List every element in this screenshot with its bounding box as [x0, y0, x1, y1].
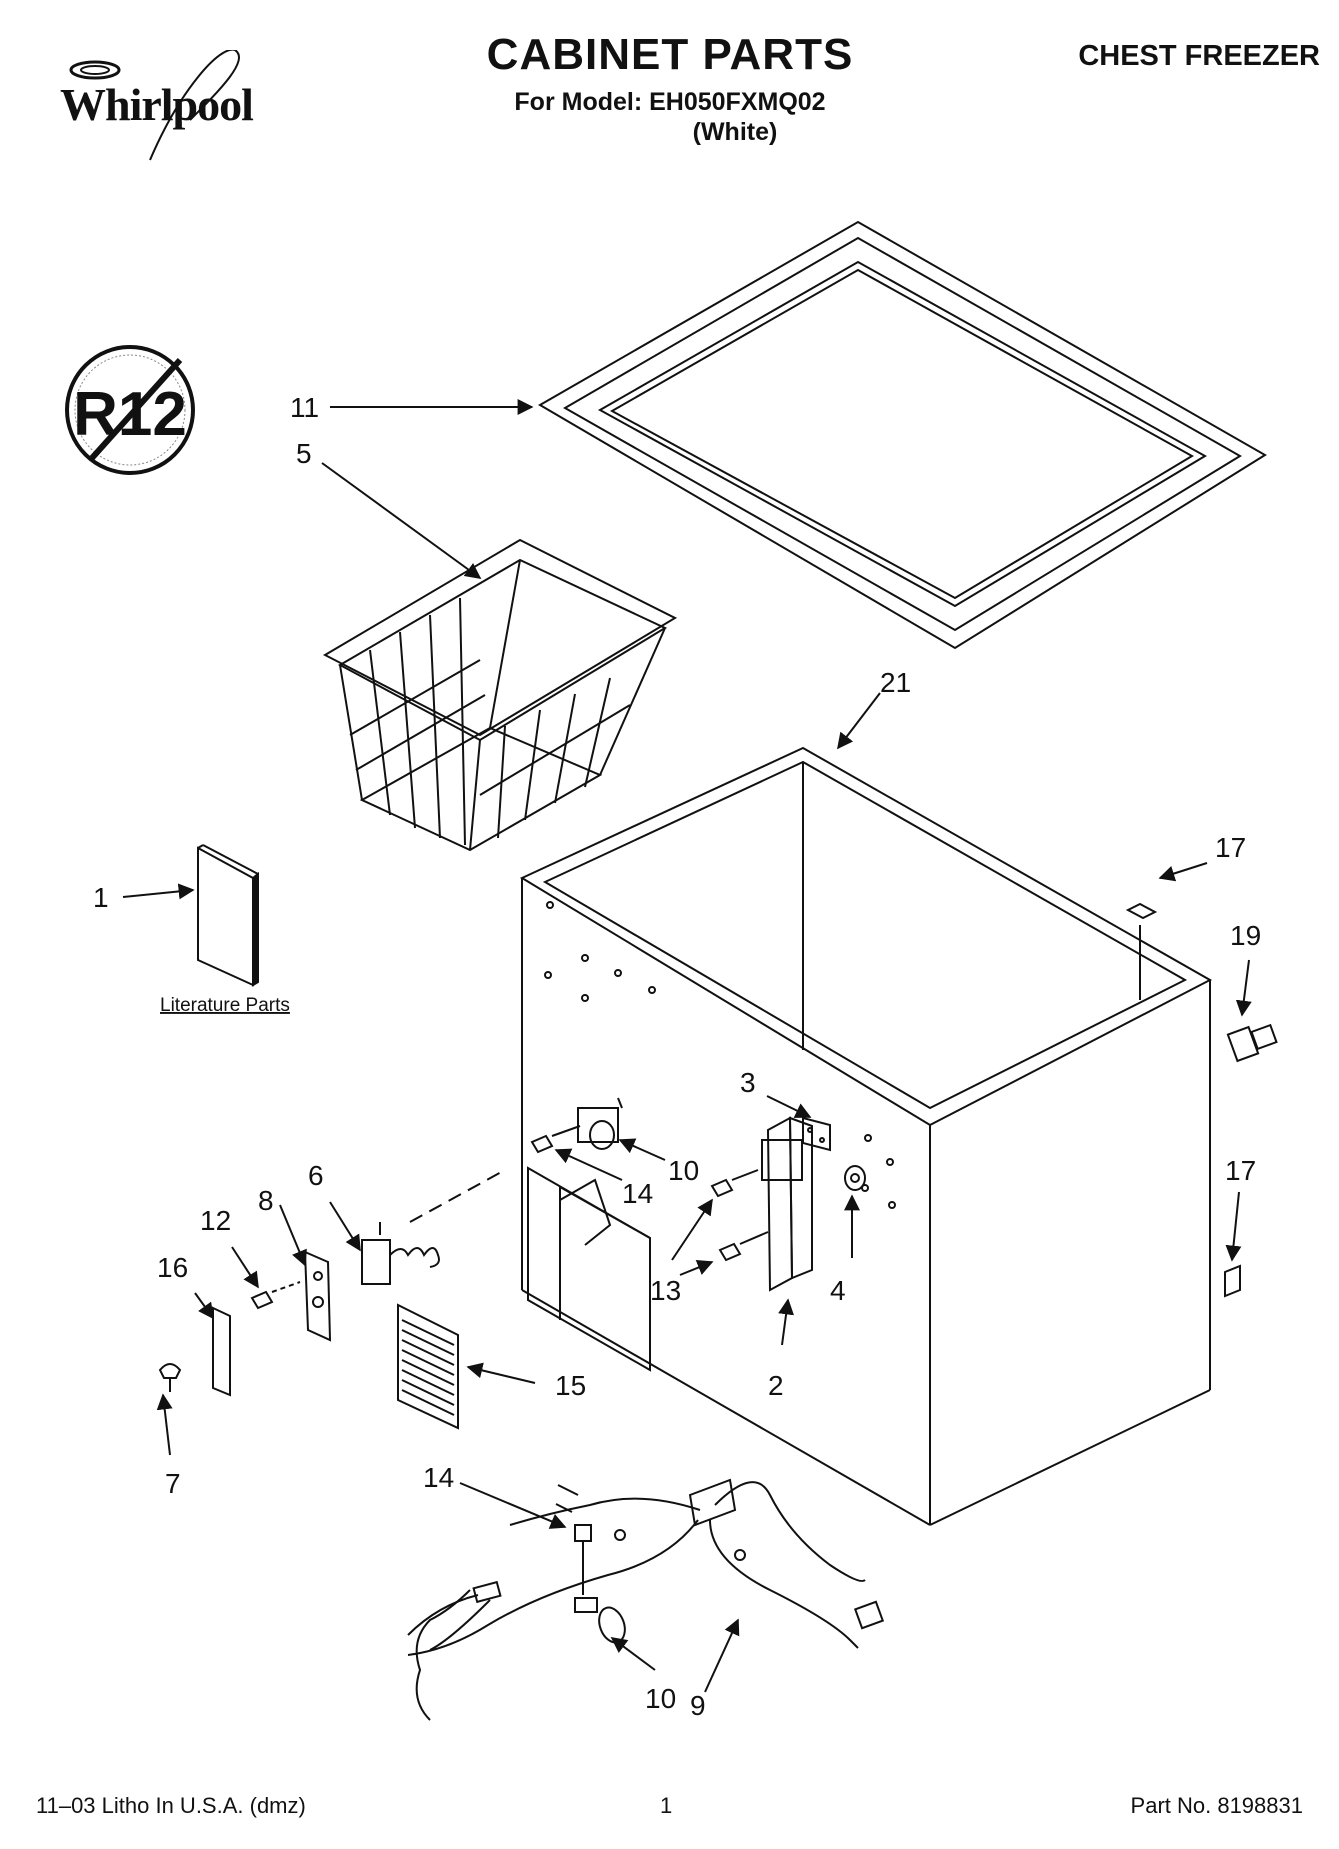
wire-harness [407, 1478, 885, 1721]
page-title: CABINET PARTS [486, 30, 854, 79]
lid-gasket [538, 220, 1267, 650]
callout-17-side: 17 [1225, 1155, 1256, 1186]
footer-part-number: Part No. 8198831 [1130, 1793, 1303, 1818]
no-r12-badge: R12 [65, 345, 195, 475]
color-line: (White) [692, 118, 778, 146]
side-parts [1125, 902, 1278, 1298]
footer-print-info: 11–03 Litho In U.S.A. (dmz) [36, 1793, 306, 1818]
clamp-upper [530, 1097, 623, 1154]
whirlpool-logo [50, 48, 285, 170]
brand-wordmark: Whirlpool [60, 79, 254, 130]
control-components [158, 1169, 506, 1430]
callout-numbers: 11 5 21 17 19 17 1 3 10 14 4 13 2 15 6 1… [93, 392, 1261, 1721]
callout-11: 11 [290, 392, 319, 423]
callout-16: 16 [157, 1252, 188, 1283]
callout-14-upper: 14 [622, 1178, 653, 1209]
model-line: For Model: EH050FXMQ02 [514, 88, 826, 116]
callout-21: 21 [880, 667, 911, 698]
callout-10-lower: 10 [645, 1683, 676, 1714]
callout-17-top: 17 [1215, 832, 1246, 863]
product-type: CHEST FREEZER [1078, 40, 1320, 72]
callout-15: 15 [555, 1370, 586, 1401]
callout-8: 8 [258, 1185, 274, 1216]
callout-2: 2 [768, 1370, 784, 1401]
literature-booklet [197, 844, 259, 987]
callout-14-lower: 14 [423, 1462, 454, 1493]
hinge-assembly [710, 1116, 866, 1292]
callout-13: 13 [650, 1275, 681, 1306]
callout-1: 1 [93, 882, 109, 913]
callout-5: 5 [296, 438, 312, 469]
wire-basket [322, 538, 678, 852]
freezer-cabinet [519, 746, 1213, 1526]
callout-12: 12 [200, 1205, 231, 1236]
callout-3: 3 [740, 1067, 756, 1098]
callout-6: 6 [308, 1160, 324, 1191]
footer-page-number: 1 [660, 1793, 673, 1818]
callout-4: 4 [830, 1275, 846, 1306]
callout-19: 19 [1230, 920, 1261, 951]
callout-9: 9 [690, 1690, 706, 1721]
literature-parts-label: Literature Parts [160, 995, 290, 1016]
callout-7: 7 [165, 1468, 181, 1499]
callout-10-upper: 10 [668, 1155, 699, 1186]
callout-leaders [122, 399, 1252, 1693]
